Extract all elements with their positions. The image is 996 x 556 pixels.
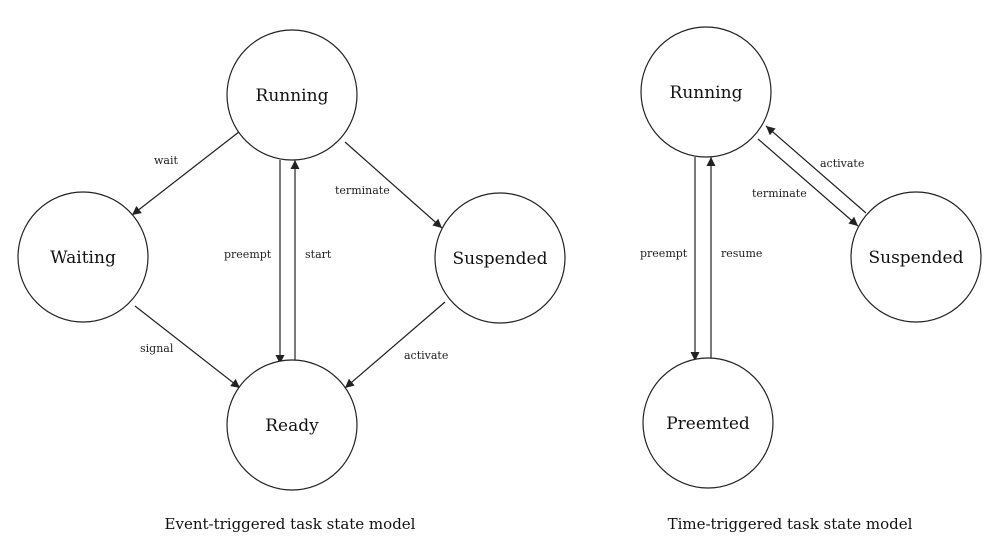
state-suspended-tt-label: Suspended	[868, 248, 963, 268]
edge-terminate	[344, 141, 443, 229]
transition-start-label: start	[305, 248, 332, 261]
transition-activate-label: activate	[404, 349, 448, 362]
edge-wait	[131, 127, 245, 216]
time-triggered-diagram: Running Suspended Preemted activate term…	[640, 26, 982, 533]
event-triggered-diagram: Running Waiting Suspended Ready wait ter…	[17, 29, 566, 533]
state-running-label: Running	[256, 86, 329, 106]
transition-terminate-label: terminate	[335, 184, 390, 197]
transition-wait-label: wait	[154, 154, 178, 167]
state-preempted-tt-node	[642, 357, 774, 489]
state-suspended-label: Suspended	[452, 249, 547, 269]
transition-preempt-label: preempt	[224, 248, 272, 261]
time-triggered-caption: Time-triggered task state model	[668, 515, 913, 533]
edge-activate	[344, 301, 446, 389]
edge-signal	[134, 305, 241, 389]
transition-preempt-tt-label: preempt	[640, 247, 688, 260]
transition-activate-tt-label: activate	[820, 157, 864, 170]
state-ready-node	[226, 359, 358, 491]
state-preempted-tt-label: Preemted	[666, 414, 750, 434]
state-suspended-tt-node	[850, 191, 982, 323]
transition-resume-tt-label: resume	[721, 247, 762, 260]
edge-terminate-tt	[757, 138, 859, 227]
edge-activate-tt	[765, 125, 867, 214]
state-waiting-label: Waiting	[50, 248, 116, 268]
transition-signal-label: signal	[140, 342, 174, 355]
state-suspended-node	[434, 192, 566, 324]
state-waiting-node	[17, 191, 149, 323]
state-running-node	[226, 29, 358, 161]
state-running-tt-node	[640, 26, 772, 158]
state-ready-label: Ready	[265, 416, 319, 436]
event-triggered-caption: Event-triggered task state model	[165, 515, 416, 533]
transition-terminate-tt-label: terminate	[752, 187, 807, 200]
state-running-tt-label: Running	[670, 83, 743, 103]
